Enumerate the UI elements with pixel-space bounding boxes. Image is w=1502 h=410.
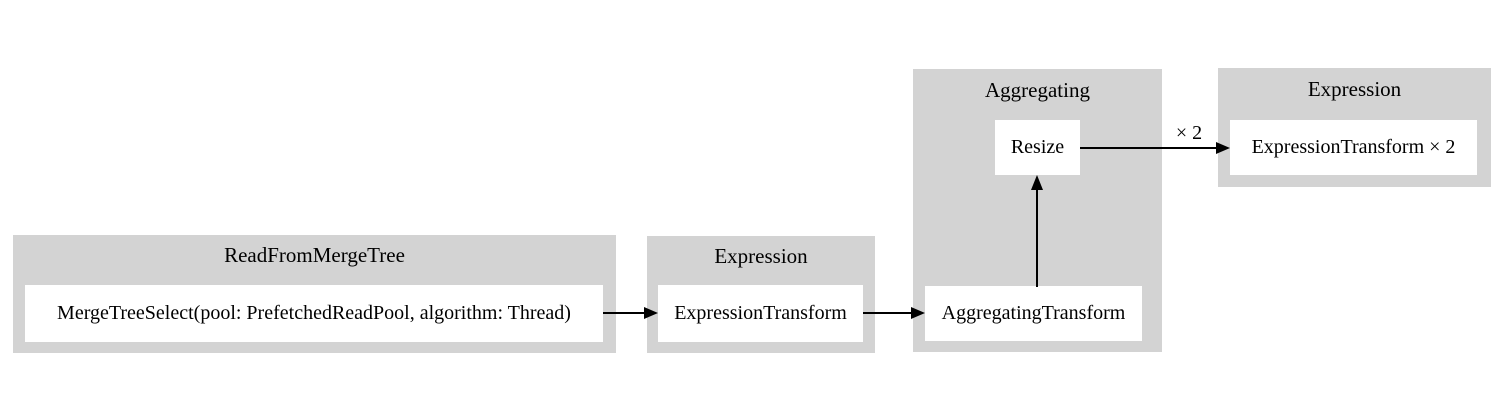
edge-read-to-expression — [603, 312, 646, 314]
cluster-title-aggregating: Aggregating — [985, 78, 1090, 102]
node-resize: Resize — [995, 120, 1080, 175]
cluster-title-read-from-merge-tree: ReadFromMergeTree — [224, 243, 405, 267]
node-expression-transform-x2-label: ExpressionTransform × 2 — [1251, 136, 1456, 158]
cluster-title-expression-2: Expression — [1307, 77, 1402, 101]
cluster-title-expression-1: Expression — [714, 244, 808, 268]
node-expression-transform-x2: ExpressionTransform × 2 — [1230, 120, 1477, 175]
edge-expression-to-aggregating — [863, 312, 912, 314]
edge-aggregating-to-resize — [1036, 189, 1038, 287]
node-aggregating-transform: AggregatingTransform — [925, 286, 1142, 341]
node-expression-transform: ExpressionTransform — [658, 285, 863, 342]
node-merge-tree-select: MergeTreeSelect(pool: PrefetchedReadPool… — [25, 285, 603, 342]
arrowhead-up-icon — [1031, 175, 1043, 190]
node-aggregating-transform-label: AggregatingTransform — [941, 302, 1126, 324]
arrowhead-right-icon — [911, 307, 925, 319]
edge-label-x2: × 2 — [1175, 122, 1203, 144]
edge-resize-to-expression — [1080, 147, 1217, 149]
node-resize-label: Resize — [1010, 136, 1065, 158]
node-expression-transform-label: ExpressionTransform — [674, 302, 847, 324]
node-merge-tree-select-label: MergeTreeSelect(pool: PrefetchedReadPool… — [57, 302, 571, 324]
arrowhead-right-icon — [644, 307, 658, 319]
arrowhead-right-icon — [1216, 142, 1230, 154]
